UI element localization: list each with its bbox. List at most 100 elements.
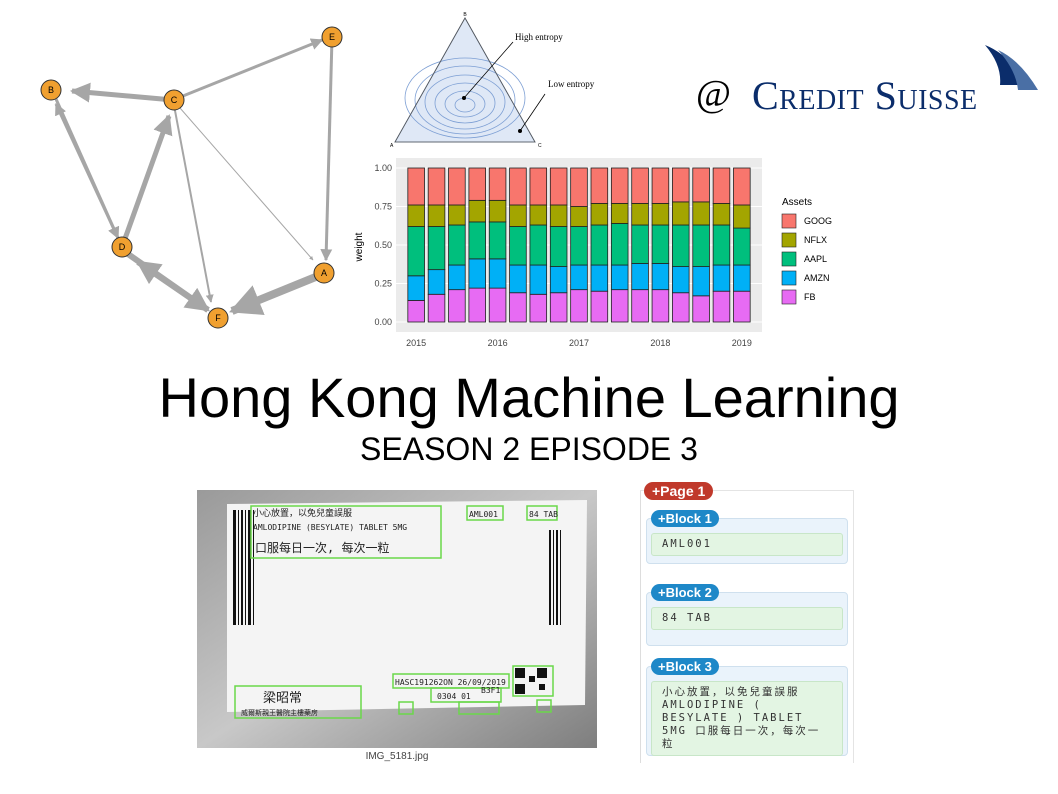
x-tick-label: 2016 <box>488 338 508 348</box>
bar-aapl <box>692 224 710 267</box>
bar-amzn <box>672 266 690 294</box>
bar-nflx <box>427 204 446 227</box>
bar-goog <box>509 167 527 206</box>
ocr-block-1[interactable]: +Block 1 AML001 <box>646 510 848 564</box>
bar-fb <box>733 290 751 323</box>
node-a-label: A <box>321 268 327 278</box>
block-3-button[interactable]: +Block 3 <box>651 658 719 675</box>
node-c <box>163 89 185 111</box>
bar-fb <box>570 289 588 323</box>
qty-text: 84 TAB <box>529 510 558 519</box>
bar-nflx <box>570 206 588 227</box>
bar-fb <box>712 290 731 323</box>
credit-suisse-logo: @ Credit Suisse <box>690 40 1040 120</box>
ocr-block-2[interactable]: +Block 2 84 TAB <box>646 584 848 646</box>
legend-label-amzn: AMZN <box>804 273 830 283</box>
bar-amzn <box>733 264 751 292</box>
bar-goog <box>610 167 629 204</box>
edge-c-e <box>172 38 324 102</box>
y-tick-label: 0.00 <box>374 317 392 327</box>
bar-nflx <box>733 204 751 229</box>
bar-amzn <box>631 263 649 291</box>
bar-aapl <box>733 227 751 266</box>
bar-fb <box>692 295 710 323</box>
qr-code <box>515 668 547 694</box>
bar-amzn <box>427 269 446 295</box>
label-line-3: 口服每日一次, 每次一粒 <box>255 540 389 555</box>
bar-fb <box>407 300 425 323</box>
block-3-text: 小心放置，以免兒童誤服 AMLODIPINE ( BESYLATE ) TABL… <box>651 681 843 756</box>
bar-nflx <box>692 201 710 226</box>
legend-swatch-fb <box>781 289 797 305</box>
edge-e-a <box>320 37 334 262</box>
bar-amzn <box>692 266 710 297</box>
bar-aapl <box>610 223 629 266</box>
legend-swatch-amzn <box>781 270 797 286</box>
edge-a-f <box>229 270 325 315</box>
bar-amzn <box>610 264 629 291</box>
bar-fb <box>427 293 446 323</box>
main-title: Hong Kong Machine Learning <box>158 366 900 429</box>
bar-fb <box>448 289 466 323</box>
bar-amzn <box>448 264 466 291</box>
bar-goog <box>407 167 425 206</box>
page-1-button[interactable]: +Page 1 <box>644 482 714 500</box>
legend-label-fb: FB <box>804 292 816 302</box>
brand-name: Credit Suisse <box>752 73 978 118</box>
legend-swatch-aapl <box>781 251 797 267</box>
bar-goog <box>570 167 588 207</box>
bar-amzn <box>529 264 548 295</box>
bar-fb <box>610 289 629 323</box>
bar-amzn <box>488 258 507 289</box>
bar-fb <box>529 293 548 323</box>
y-tick-label: 0.50 <box>374 240 392 250</box>
bars <box>407 167 751 323</box>
bar-amzn <box>651 263 670 291</box>
bar-amzn <box>509 264 527 294</box>
block-2-text: 84 TAB <box>651 607 843 630</box>
bar-fb <box>651 289 670 323</box>
photo-caption: IMG_5181.jpg <box>365 751 429 762</box>
bar-goog <box>468 167 486 201</box>
edge-d-b <box>54 102 120 239</box>
barcode-left <box>233 510 254 625</box>
block-2-button[interactable]: +Block 2 <box>651 584 719 601</box>
legend-title: Assets <box>782 197 812 208</box>
bar-goog <box>549 167 568 206</box>
ocr-frame <box>640 490 854 763</box>
bar-goog <box>590 167 609 204</box>
x-tick-label: 2018 <box>650 338 670 348</box>
bar-nflx <box>651 203 670 226</box>
bar-aapl <box>509 226 527 266</box>
x-tick-label: 2015 <box>406 338 426 348</box>
barcode-right <box>549 530 561 625</box>
legend-label-aapl: AAPL <box>804 254 827 264</box>
node-e-label: E <box>329 32 335 42</box>
bar-aapl <box>590 224 609 266</box>
bar-aapl <box>407 226 425 277</box>
edge-c-a <box>172 99 314 261</box>
bar-aapl <box>549 226 568 267</box>
y-axis-label: weight <box>354 232 365 262</box>
node-f-label: F <box>215 313 221 323</box>
bar-nflx <box>590 203 609 226</box>
code-text: AML001 <box>469 510 498 519</box>
node-a <box>313 262 335 284</box>
x-tick-label: 2019 <box>732 338 752 348</box>
bar-goog <box>488 167 507 201</box>
bar-nflx <box>407 204 425 227</box>
corner-c-label: C <box>538 143 542 149</box>
ocr-block-3[interactable]: +Block 3 小心放置，以免兒童誤服 AMLODIPINE ( BESYLA… <box>646 658 848 756</box>
bar-goog <box>712 167 731 204</box>
bar-fb <box>509 292 527 323</box>
batch-text: 0304 01 <box>437 692 471 701</box>
name-stamp-text: 梁昭常 <box>263 691 302 706</box>
bar-aapl <box>529 224 548 266</box>
edge-c-b <box>70 82 174 103</box>
node-c-label: C <box>171 95 178 105</box>
block-1-text: AML001 <box>651 533 843 556</box>
block-1-button[interactable]: +Block 1 <box>651 510 719 527</box>
